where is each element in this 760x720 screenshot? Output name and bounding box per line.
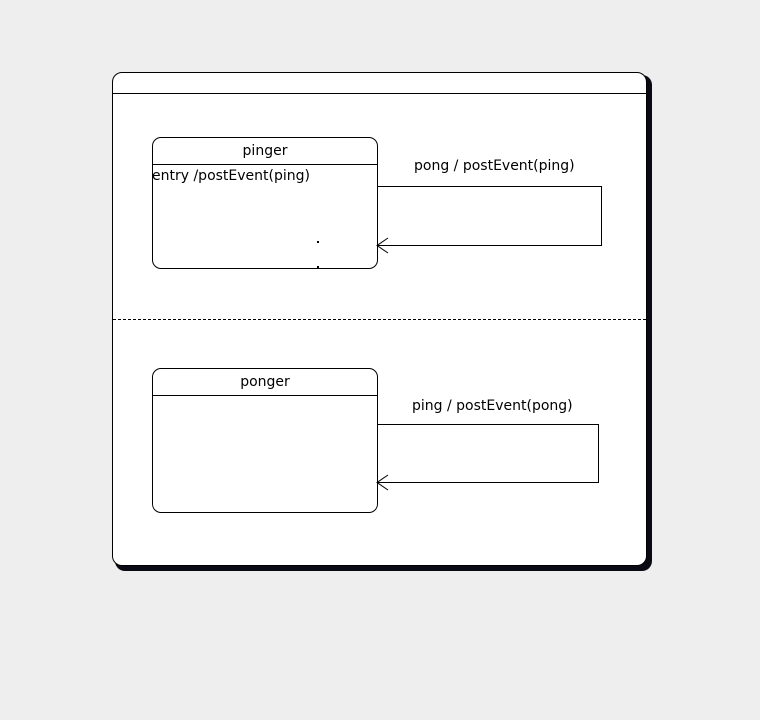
state-pinger[interactable]: pinger entry /postEvent(ping) — [152, 137, 378, 269]
ellipsis-dot — [317, 241, 319, 243]
state-pinger-name: pinger — [153, 138, 377, 165]
state-pinger-body: entry /postEvent(ping) — [152, 165, 377, 269]
state-ponger-entry-action — [152, 396, 377, 399]
ellipsis-dot — [317, 266, 319, 268]
state-ponger-name: ponger — [153, 369, 377, 396]
state-ponger-body — [153, 396, 377, 513]
state-ponger[interactable]: ponger — [152, 368, 378, 513]
transition-label-ping: ping / postEvent(pong) — [412, 398, 573, 414]
composite-state-title — [113, 73, 646, 94]
transition-label-pong: pong / postEvent(ping) — [414, 158, 575, 174]
orthogonal-region-divider — [113, 319, 646, 320]
state-pinger-entry-action: entry /postEvent(ping) — [152, 168, 310, 184]
